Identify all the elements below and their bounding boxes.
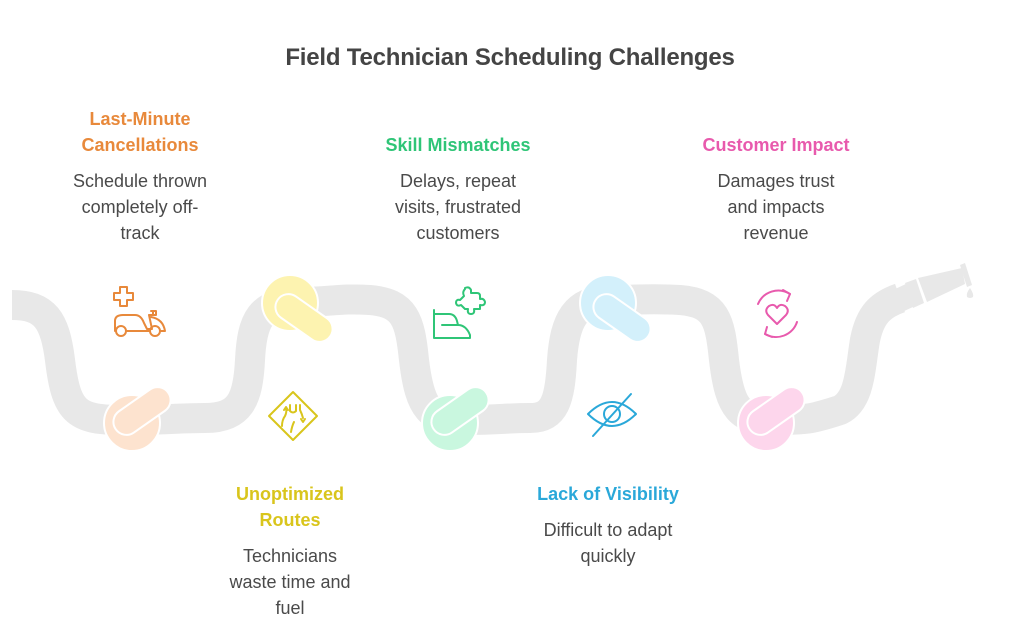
knot-yellow [261, 274, 334, 343]
hose-nozzle [893, 263, 974, 313]
ambulance-scooter-icon [113, 286, 166, 337]
challenge-last-minute-cancellations: Last-Minute Cancellations Schedule throw… [40, 106, 240, 246]
challenge-skill-mismatches: Skill Mismatches Delays, repeat visits, … [358, 132, 558, 246]
challenge-heading: Customer Impact [702, 135, 850, 155]
challenge-heading: Unoptimized Routes [236, 484, 344, 530]
challenge-customer-impact: Customer Impact Damages trust and impact… [676, 132, 876, 246]
diagram-title: Field Technician Scheduling Challenges [285, 44, 735, 71]
puzzle-hand-icon [433, 286, 486, 339]
road-sign-icon [268, 391, 318, 441]
heart-refresh-icon [757, 289, 798, 339]
knot-green [421, 386, 490, 452]
challenge-heading: Skill Mismatches [385, 135, 531, 155]
knot-blue [579, 274, 652, 343]
challenge-heading: Last-Minute Cancellations [81, 109, 199, 155]
challenge-description: Schedule thrown completely off- track [72, 171, 208, 243]
knot-pink [737, 386, 806, 452]
challenge-description: Technicians waste time and fuel [229, 546, 351, 618]
challenge-description: Difficult to adapt quickly [543, 520, 673, 566]
challenge-description: Delays, repeat visits, frustrated custom… [394, 171, 522, 243]
challenge-heading: Lack of Visibility [537, 484, 679, 504]
eye-off-icon [587, 393, 637, 437]
challenge-lack-of-visibility: Lack of Visibility Difficult to adapt qu… [508, 481, 708, 569]
knot-orange [103, 386, 172, 452]
challenge-unoptimized-routes: Unoptimized Routes Technicians waste tim… [190, 481, 390, 621]
challenge-description: Damages trust and impacts revenue [717, 171, 835, 243]
